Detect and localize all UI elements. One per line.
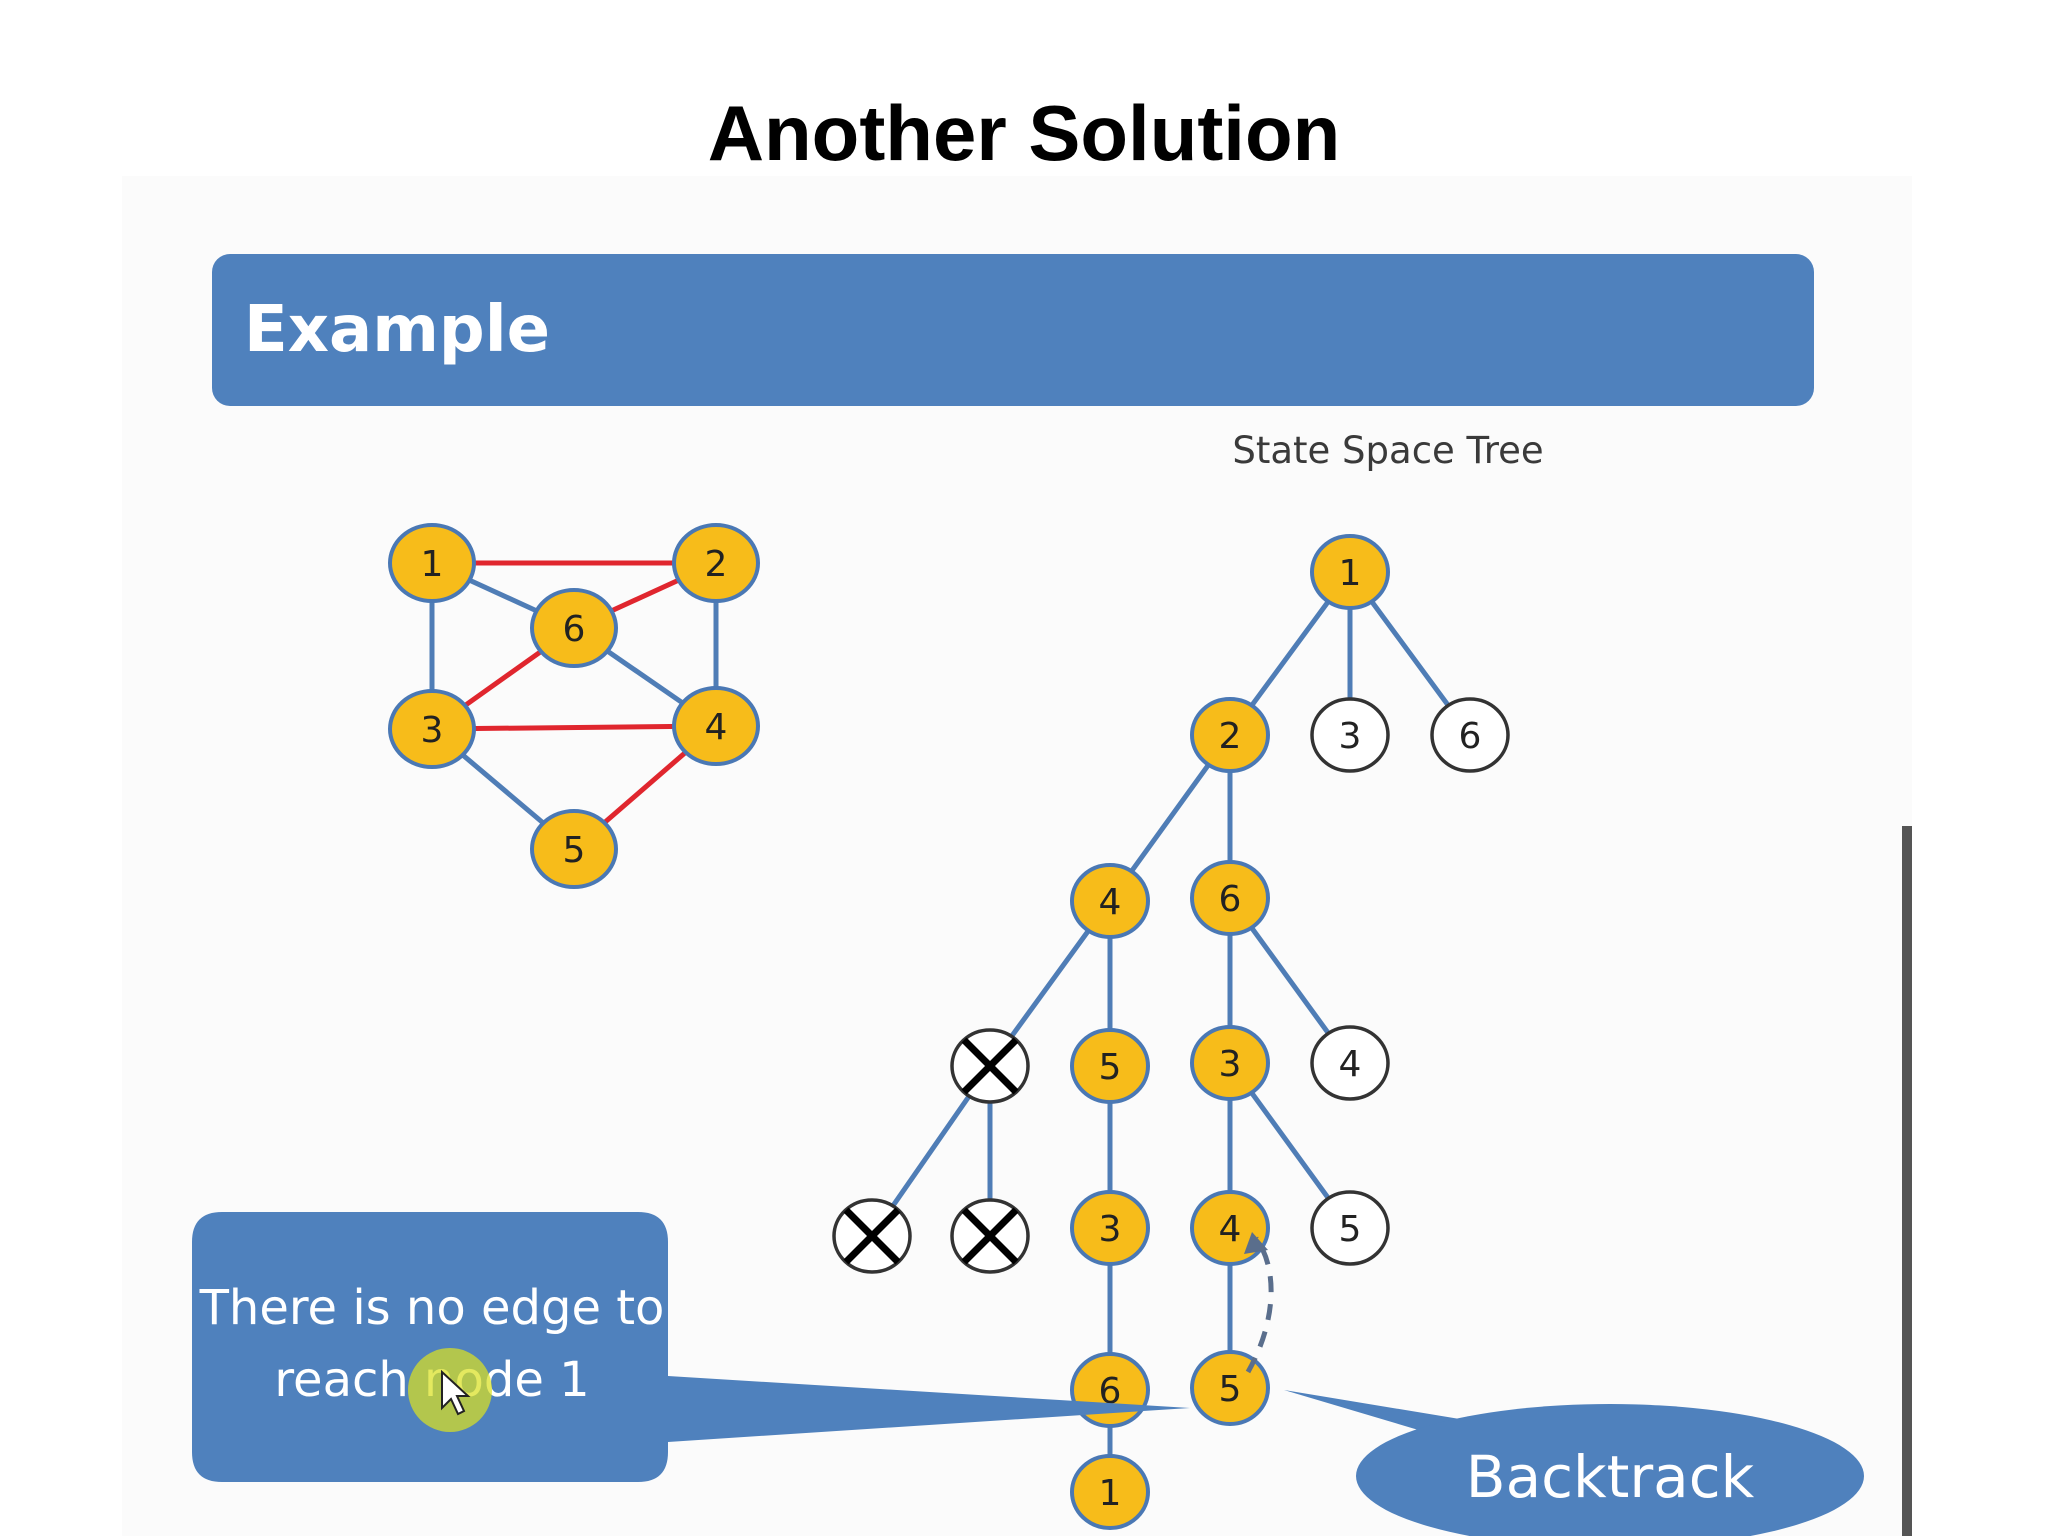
graph-node-4 [672, 686, 760, 766]
graph-node-label-1: 1 [421, 544, 444, 585]
tree-node-t2 [1190, 697, 1270, 773]
tree-node-t3a [1310, 697, 1390, 773]
tree-node-t6a [1430, 697, 1510, 773]
tree-node-label-t4b: 4 [1339, 1044, 1362, 1085]
dead-node-cross-icon [843, 1207, 901, 1265]
tree-node-label-t2: 2 [1219, 716, 1242, 757]
tree-node-label-t5b: 5 [1339, 1209, 1362, 1250]
backtrack-arrowhead [1244, 1232, 1268, 1254]
graph-node-label-5: 5 [563, 830, 586, 871]
tree-node-t5b [1310, 1190, 1390, 1266]
tree-node-label-t3c: 3 [1099, 1209, 1122, 1250]
tree-node-t4 [1070, 863, 1150, 939]
tree-node-label-t4c: 4 [1219, 1209, 1242, 1250]
graph-node-label-2: 2 [705, 544, 728, 585]
tree-node-label-t3: 3 [1219, 1044, 1242, 1085]
tree-node-label-t5: 5 [1099, 1047, 1122, 1088]
slide-canvas: Example State Space Tree 1 2 6 3 4 5 1 2 3 6 4 6 5 3… [192, 254, 1912, 1536]
callout-backtrack: Backtrack [1284, 1390, 1864, 1536]
tree-title: State Space Tree [1232, 429, 1543, 472]
dead-node-cross-icon [961, 1207, 1019, 1265]
tree-node-label-t5c: 5 [1219, 1369, 1242, 1410]
graph-node-3 [388, 689, 476, 769]
graph-edge-g3-g4 [431, 723, 717, 732]
graph-nodes: 1 2 6 3 4 5 [388, 523, 760, 889]
graph-node-label-6: 6 [563, 609, 586, 650]
mouse-pointer-icon [441, 1369, 471, 1416]
tree-edges [869, 570, 1473, 1492]
tree-node-label-t4: 4 [1099, 882, 1122, 923]
graph-node-label-4: 4 [705, 707, 728, 748]
tree-node-label-t1c: 1 [1099, 1473, 1122, 1514]
tree-node-label-t6c: 6 [1099, 1371, 1122, 1412]
tree-node-label-t3a: 3 [1339, 716, 1362, 757]
backtrack-label: Backtrack [1466, 1443, 1755, 1511]
tree-node-label-t6: 6 [1219, 879, 1242, 920]
tree-node-t1 [1310, 534, 1390, 610]
tree-node-label-t6a: 6 [1459, 716, 1482, 757]
graph-node-label-3: 3 [421, 710, 444, 751]
example-header-text: Example [244, 293, 550, 367]
tree-node-t6 [1190, 860, 1270, 936]
callout-line-1: There is no edge to [199, 1280, 665, 1336]
page-title: Another Solution [707, 89, 1341, 177]
tree-node-t3 [1190, 1025, 1270, 1101]
dead-node-cross-icon [961, 1037, 1019, 1095]
tree-node-t5 [1070, 1028, 1150, 1104]
tree-nodes: 1 2 3 6 4 6 5 3 4 3 4 5 6 5 1 [832, 534, 1510, 1530]
tree-node-t3c [1070, 1190, 1150, 1266]
callout-box [192, 1212, 1190, 1482]
graph-node-5 [530, 809, 618, 889]
tree-node-t1c [1070, 1454, 1150, 1530]
tree-node-t4b [1310, 1025, 1390, 1101]
graph-node-2 [672, 523, 760, 603]
slide-edge-shadow [1902, 826, 1912, 1536]
backtrack-bubble [1356, 1404, 1864, 1536]
callout-no-edge: There is no edge to reach node 1 [192, 1212, 1190, 1482]
slide-image: Example State Space Tree 1 2 6 3 4 5 1 2 3 6 4 6 5 3… [122, 176, 1912, 1536]
graph-node-1 [388, 523, 476, 603]
graph-node-6 [530, 588, 618, 668]
example-header-bar [212, 254, 1814, 406]
tree-node-label-t1: 1 [1339, 553, 1362, 594]
